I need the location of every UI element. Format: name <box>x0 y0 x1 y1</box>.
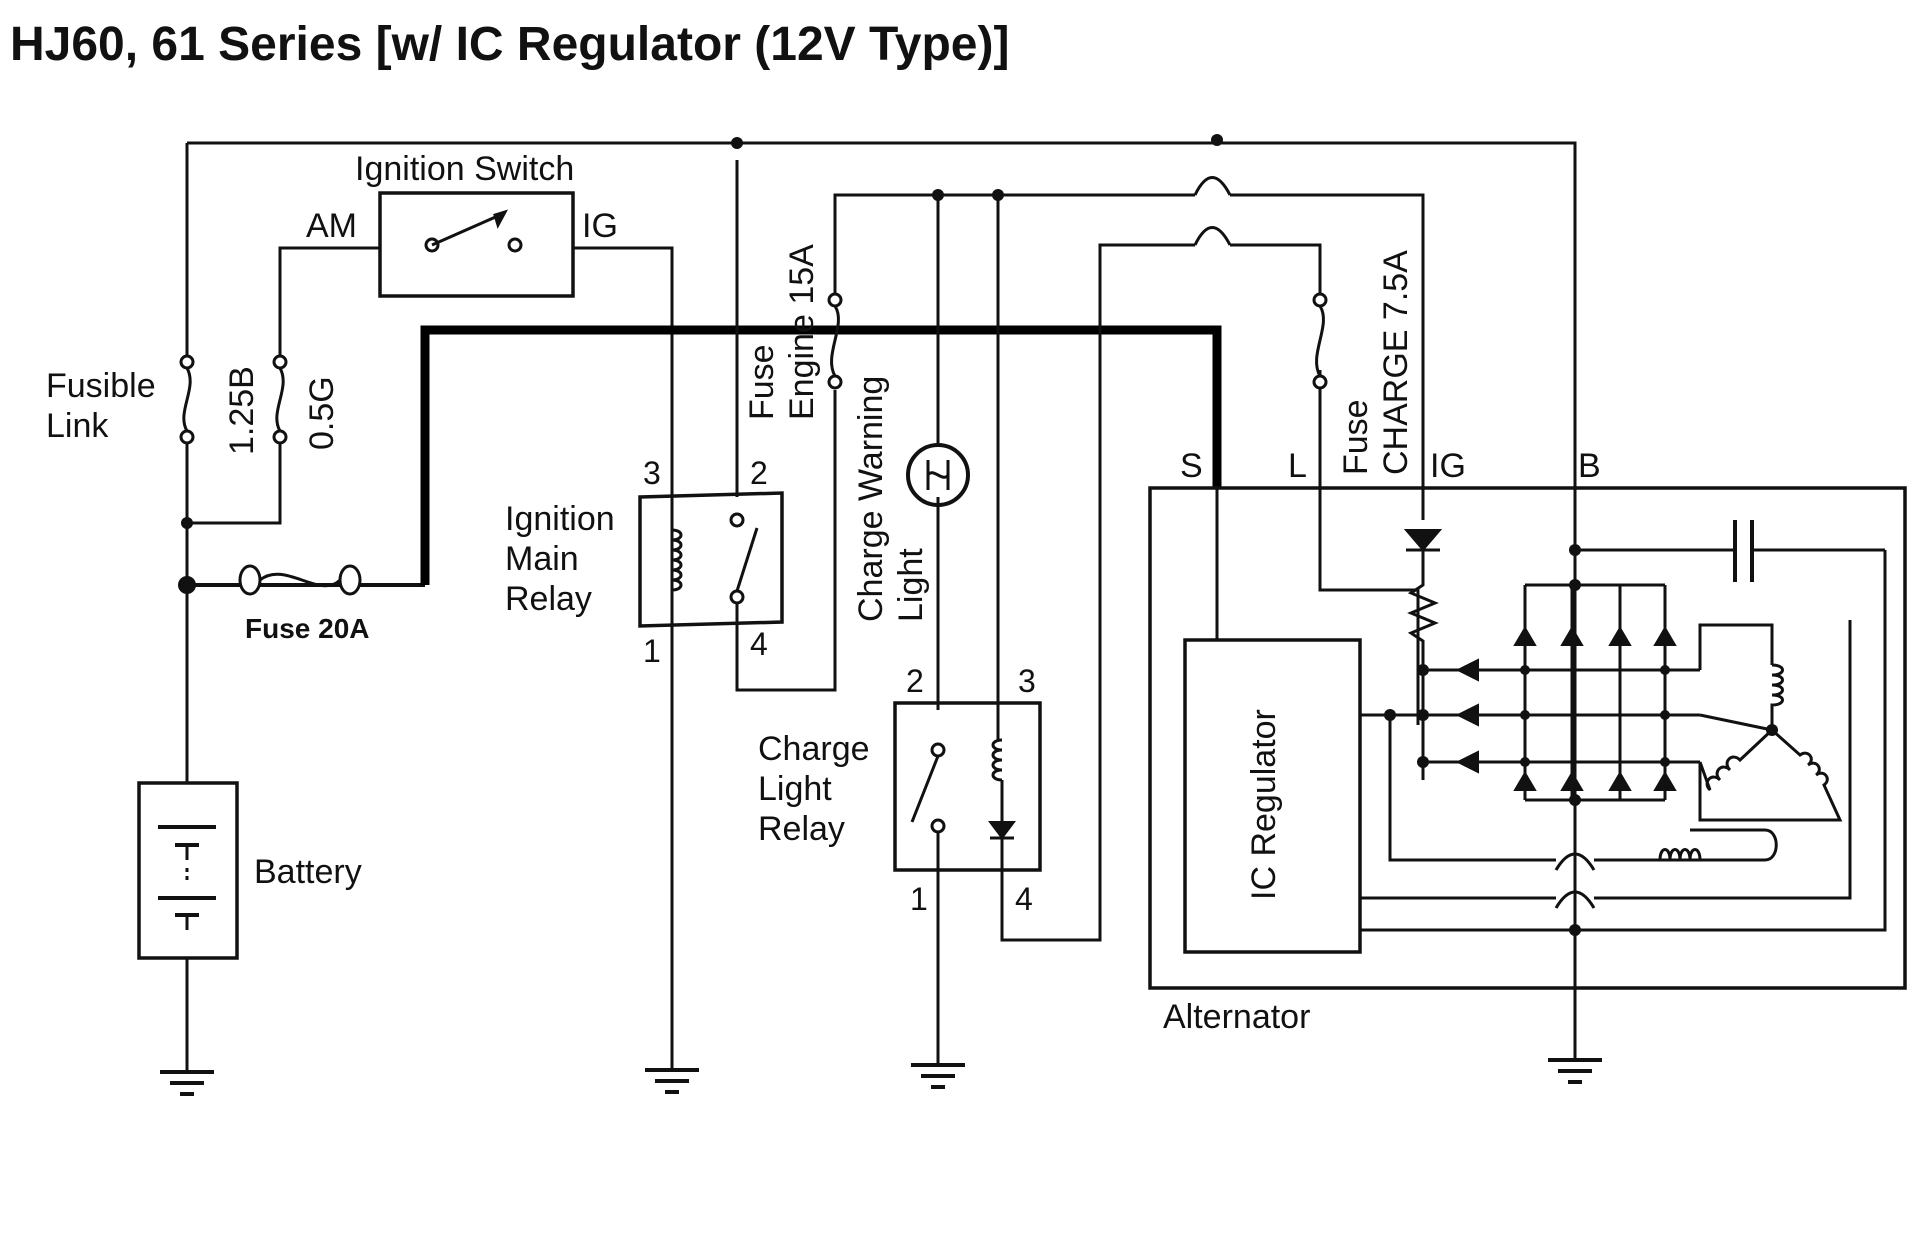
ground-icon <box>911 1063 965 1089</box>
alternator-label: Alternator <box>1163 998 1310 1036</box>
fuse-charge-7-5a: Fuse CHARGE 7.5A <box>1312 250 1415 475</box>
ground-icon <box>1548 1058 1602 1084</box>
clr-pin-2: 2 <box>906 663 924 699</box>
main-label: Main <box>505 540 579 578</box>
wire-1-25b-label: 1.25B <box>223 366 261 455</box>
fuse-engine-label-2: Engine 15A <box>783 244 821 420</box>
terminal-ig: IG <box>1430 447 1466 485</box>
ic-regulator-label: IC Regulator <box>1245 709 1283 900</box>
wire-crossovers <box>1193 176 1596 909</box>
fusible-links: Fusible Link 1.25B 0.5G <box>46 354 341 455</box>
ground-icon <box>160 1070 214 1096</box>
fuse-charge-label-1: Fuse <box>1337 399 1375 475</box>
diagram-title: HJ60, 61 Series [w/ IC Regulator (12V Ty… <box>10 18 1009 71</box>
imr-pin-4: 4 <box>750 626 768 662</box>
battery: Battery <box>137 781 362 960</box>
charge-warning-label-2: Light <box>892 548 930 622</box>
relay-label: Relay <box>505 580 592 618</box>
ground-symbols <box>160 1058 1602 1096</box>
fuse-charge-label-2: CHARGE 7.5A <box>1377 250 1415 475</box>
fuse-20a-label: Fuse 20A <box>245 613 370 644</box>
wires <box>185 141 1577 1072</box>
clr-pin-4: 4 <box>1015 881 1033 917</box>
light-label: Light <box>758 770 832 808</box>
terminal-s: S <box>1180 447 1203 485</box>
ignition-switch-label: Ignition Switch <box>355 150 574 188</box>
imr-pin-3: 3 <box>643 455 661 491</box>
imr-pin-1: 1 <box>643 633 661 669</box>
clr-pin-1: 1 <box>910 881 928 917</box>
charge-warning-light: Charge Warning Light <box>852 376 970 622</box>
imr-pin-2: 2 <box>750 455 768 491</box>
ignition-switch-am-terminal: AM <box>306 207 357 245</box>
charge-light-relay: Charge Light Relay 2 3 1 4 <box>758 663 1042 917</box>
ground-icon <box>645 1068 699 1094</box>
alternator: Alternator S L IG B IC Regulator <box>1148 447 1907 1036</box>
fuse-20a: Fuse 20A <box>238 564 370 644</box>
fuse-engine-15a: Fuse Engine 15A <box>743 244 843 420</box>
clr-pin-3: 3 <box>1018 663 1036 699</box>
ignition-label: Ignition <box>505 500 615 538</box>
ignition-switch-ig-terminal: IG <box>582 207 618 245</box>
battery-label: Battery <box>254 853 362 891</box>
fusible-label: Fusible <box>46 367 156 405</box>
terminal-l: L <box>1288 447 1307 485</box>
link-label: Link <box>46 407 109 445</box>
ignition-switch: Ignition Switch AM IG <box>306 150 618 298</box>
junction-dots <box>178 134 1581 936</box>
relay2-label: Relay <box>758 810 845 848</box>
ignition-main-relay: Ignition Main Relay 3 2 1 4 <box>505 455 784 669</box>
charge-warning-label-1: Charge Warning <box>852 376 890 622</box>
terminal-b: B <box>1578 447 1601 485</box>
fuse-engine-label-1: Fuse <box>743 344 781 420</box>
charge-label: Charge <box>758 730 870 768</box>
wire-0-5g-label: 0.5G <box>303 376 341 450</box>
